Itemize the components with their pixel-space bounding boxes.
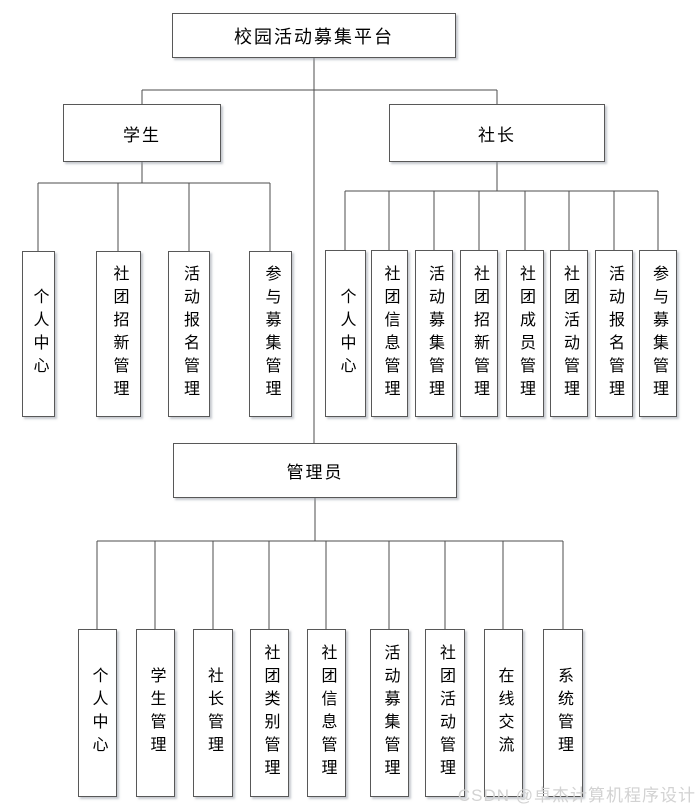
admin-leaf-president-mgmt: 社长管理 [193, 629, 233, 797]
admin-leaf-personal-center-label: 个人中心 [89, 667, 107, 759]
admin-leaf-system-mgmt-label: 系统管理 [555, 667, 572, 759]
student-leaf-personal-center-label: 个人中心 [30, 288, 48, 380]
student-leaf-activity-signup-mgmt: 活动报名管理 [168, 251, 210, 417]
president-leaf-club-activity-mgmt: 社团活动管理 [550, 250, 588, 417]
node-student: 学生 [63, 104, 221, 162]
node-admin: 管理员 [173, 443, 457, 498]
node-platform-root: 校园活动募集平台 [172, 13, 456, 58]
president-leaf-personal-center-label: 个人中心 [337, 287, 355, 380]
student-leaf-activity-signup-mgmt-label: 活动报名管理 [181, 265, 198, 403]
admin-leaf-club-category-mgmt: 社团类别管理 [250, 629, 289, 797]
president-leaf-activity-signup-mgmt-label: 活动报名管理 [606, 264, 623, 403]
student-leaf-fundraise-join-mgmt-label: 参与募集管理 [262, 265, 280, 403]
student-leaf-fundraise-join-mgmt: 参与募集管理 [249, 251, 292, 417]
admin-leaf-activity-fundraise-mgmt: 活动募集管理 [370, 629, 409, 797]
president-leaf-club-recruit-mgmt: 社团招新管理 [460, 250, 498, 417]
student-leaf-club-recruit-mgmt-label: 社团招新管理 [110, 265, 128, 403]
student-leaf-club-recruit-mgmt: 社团招新管理 [96, 251, 141, 417]
admin-leaf-club-info-mgmt-label: 社团信息管理 [318, 644, 336, 782]
admin-leaf-club-activity-mgmt-label: 社团活动管理 [437, 644, 454, 782]
node-student-label: 学生 [123, 125, 161, 145]
president-leaf-club-member-mgmt-label: 社团成员管理 [517, 264, 534, 403]
admin-leaf-student-mgmt: 学生管理 [136, 629, 175, 797]
president-leaf-fundraise-join-mgmt: 参与募集管理 [639, 250, 677, 417]
admin-leaf-online-chat-label: 在线交流 [495, 667, 513, 759]
president-leaf-personal-center: 个人中心 [325, 250, 366, 417]
admin-leaf-personal-center: 个人中心 [78, 629, 117, 797]
student-leaf-personal-center: 个人中心 [22, 251, 55, 417]
node-president: 社长 [389, 104, 605, 162]
admin-leaf-club-info-mgmt: 社团信息管理 [307, 629, 346, 797]
admin-leaf-president-mgmt-label: 社长管理 [205, 667, 222, 759]
admin-leaf-activity-fundraise-mgmt-label: 活动募集管理 [381, 644, 399, 782]
president-leaf-club-recruit-mgmt-label: 社团招新管理 [471, 264, 488, 403]
csdn-watermark: CSDN @卓杰计算机程序设计 [457, 786, 696, 805]
node-admin-label: 管理员 [286, 463, 344, 482]
president-leaf-activity-signup-mgmt: 活动报名管理 [595, 250, 633, 417]
president-leaf-club-activity-mgmt-label: 社团活动管理 [561, 264, 578, 403]
president-leaf-fundraise-join-mgmt-label: 参与募集管理 [650, 264, 667, 403]
president-leaf-club-info-mgmt: 社团信息管理 [371, 250, 408, 417]
president-leaf-activity-fundraise-mgmt-label: 活动募集管理 [426, 264, 443, 403]
admin-leaf-club-activity-mgmt: 社团活动管理 [425, 629, 465, 797]
president-leaf-club-info-mgmt-label: 社团信息管理 [381, 264, 399, 403]
admin-leaf-student-mgmt-label: 学生管理 [147, 667, 165, 759]
admin-leaf-system-mgmt: 系统管理 [543, 629, 583, 797]
president-leaf-activity-fundraise-mgmt: 活动募集管理 [415, 250, 453, 417]
node-president-label: 社长 [478, 125, 516, 145]
admin-leaf-online-chat: 在线交流 [484, 629, 523, 797]
president-leaf-club-member-mgmt: 社团成员管理 [506, 250, 544, 417]
admin-leaf-club-category-mgmt-label: 社团类别管理 [261, 644, 279, 782]
node-platform-root-label: 校园活动募集平台 [234, 26, 394, 47]
